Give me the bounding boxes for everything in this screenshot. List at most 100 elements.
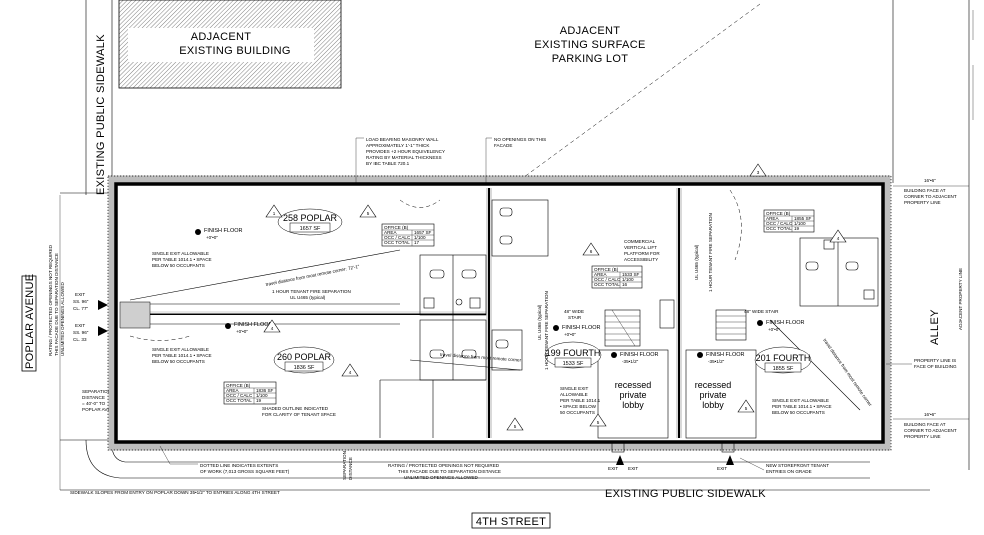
bottom-sidewalk-label: EXISTING PUBLIC SIDEWALK: [605, 488, 766, 500]
svg-text:BELOW 50 OCCUPANTS: BELOW 50 OCCUPANTS: [772, 410, 825, 415]
svg-text:1/100: 1/100: [256, 393, 268, 398]
occupancy-table-4: OFFICE (B) AREA 1855 SF OCC / CALC 1/100…: [763, 209, 815, 233]
svg-text:DISTANCE: DISTANCE: [82, 395, 105, 400]
svg-text:PROPERTY LINE IS: PROPERTY LINE IS: [914, 358, 956, 363]
svg-text:NEW STOREFRONT TENANT: NEW STOREFRONT TENANT: [766, 463, 829, 468]
svg-text:SINGLE EXIT ALLOWABLE: SINGLE EXIT ALLOWABLE: [152, 251, 209, 256]
svg-text:EXIT: EXIT: [608, 466, 618, 471]
svg-text:THIS FACADE DUE TO SEPARATION: THIS FACADE DUE TO SEPARATION DISTANCE: [54, 253, 59, 356]
svg-text:ENTRIES ON GRADE: ENTRIES ON GRADE: [766, 469, 812, 474]
svg-text:ALLOWABLE: ALLOWABLE: [560, 392, 588, 397]
svg-text:RATING / PROTECTED OPENINGS NO: RATING / PROTECTED OPENINGS NOT REQUIRED: [48, 244, 53, 356]
marker-6: 3: [749, 163, 767, 177]
svg-text:PER TABLE 1014.1: PER TABLE 1014.1: [560, 398, 601, 403]
building-face-top-note: BUILDING FACE AT CORNER TO ADJACENT PROP…: [893, 178, 969, 205]
svg-text:OFFICE (B): OFFICE (B): [226, 383, 251, 388]
svg-text:OFFICE (B): OFFICE (B): [594, 267, 619, 272]
svg-text:258 POPLAR: 258 POPLAR: [283, 213, 338, 223]
finish-floor-tag-6: FINISH FLOOR +0'•0": [553, 325, 601, 337]
stair-note-1: 48" WIDE STAIR: [564, 309, 584, 320]
svg-text:4: 4: [349, 370, 352, 375]
svg-text:+0'•0": +0'•0": [236, 329, 248, 334]
svg-text:1: 1: [273, 211, 276, 216]
svg-text:17: 17: [414, 240, 420, 245]
svg-text:LOAD BEARING MASONRY WALL: LOAD BEARING MASONRY WALL: [366, 137, 439, 142]
svg-text:UL U465 (typical): UL U465 (typical): [290, 295, 326, 300]
svg-text:CORNER TO ADJACENT: CORNER TO ADJACENT: [904, 194, 957, 199]
svg-text:OFFICE (B): OFFICE (B): [384, 225, 409, 230]
occupancy-table-1: OFFICE (B) AREA 1657 SF OCC / CALC 1/100…: [381, 223, 435, 247]
svg-text:NO OPENINGS ON THIS: NO OPENINGS ON THIS: [494, 137, 546, 142]
svg-text:50 OCCUPANTS: 50 OCCUPANTS: [560, 410, 595, 415]
svg-text:1657 SF: 1657 SF: [414, 230, 432, 235]
svg-text:1/100: 1/100: [794, 221, 806, 226]
room-tag-260-poplar: 260 POPLAR 1836 SF: [273, 346, 335, 374]
travel-distance-2: travel distance from most remote corner: [440, 352, 522, 363]
svg-text:19: 19: [794, 226, 800, 231]
svg-text:OCC / CALC: OCC / CALC: [384, 235, 411, 240]
svg-text:lobby: lobby: [622, 400, 644, 410]
adjacent-building-label-1: ADJACENT: [191, 31, 251, 43]
svg-text:OFFICE (B): OFFICE (B): [766, 211, 791, 216]
svg-text:260 POPLAR: 260 POPLAR: [277, 352, 332, 362]
svg-text:16'•6": 16'•6": [924, 178, 936, 183]
svg-text:1533 SF: 1533 SF: [563, 361, 584, 367]
svg-text:1657 SF: 1657 SF: [300, 226, 321, 232]
svg-text:FINISH FLOOR: FINISH FLOOR: [706, 352, 745, 358]
svg-text:SEPARATION: SEPARATION: [82, 389, 111, 394]
room-tag-201-fourth: 201 FOURTH 1855 SF: [754, 346, 812, 374]
finish-floor-tag-1: FINISH FLOOR +0'•0": [195, 228, 243, 240]
svg-text:SIDEWALK SLOPES FROM ENTRY ON: SIDEWALK SLOPES FROM ENTRY ON POPLAR DOW…: [70, 490, 280, 495]
alley-label: ALLEY: [929, 309, 941, 345]
travel-distance-3: travel distance from most remote corner: [822, 338, 873, 408]
finish-floor-tag-4: FINISH FLOOR -35•1/2": [697, 352, 745, 364]
occupancy-table-3: OFFICE (B) AREA 1533 SF OCC / CALC 1/100…: [591, 265, 643, 289]
svg-text:1/100: 1/100: [622, 277, 634, 282]
adjacent-property-line-label: ADJACENT PROPERTY LINE: [958, 268, 963, 330]
svg-text:private: private: [619, 390, 646, 400]
svg-text:recessed: recessed: [695, 380, 732, 390]
svg-text:OCC TOTAL: OCC TOTAL: [766, 226, 792, 231]
svg-text:+0'•0": +0'•0": [768, 327, 780, 332]
property-line-face-note: PROPERTY LINE IS FACE OF BUILDING: [886, 358, 957, 369]
svg-text:THIS FACADE DUE TO SEPARATION: THIS FACADE DUE TO SEPARATION DISTANCE: [398, 469, 501, 474]
tenant-separation-vertical-1: 1 HOUR TENANT FIRE SEPARATION: [544, 291, 549, 370]
svg-text:FINISH FLOOR: FINISH FLOOR: [620, 352, 659, 358]
svg-text:48" WIDE: 48" WIDE: [564, 309, 584, 314]
travel-distance-1: travel distance from most remote corner:…: [265, 264, 360, 287]
svg-text:FINISH FLOOR: FINISH FLOOR: [234, 322, 273, 328]
svg-text:SS. 96": SS. 96": [73, 330, 89, 335]
new-storefront-note: NEW STOREFRONT TENANT ENTRIES ON GRADE: [739, 457, 829, 474]
svg-text:UNLIMITED OPENINGS ALLOWED: UNLIMITED OPENINGS ALLOWED: [404, 475, 478, 480]
parking-lot-label-1: ADJACENT: [560, 25, 620, 37]
tenant-separation-vertical-2: 1 HOUR TENANT FIRE SEPARATION: [708, 213, 713, 292]
svg-text:EXIT: EXIT: [75, 323, 85, 328]
svg-text:5: 5: [367, 211, 370, 216]
marker-5: 6: [582, 242, 600, 256]
svg-text:1 HOUR TENANT FIRE SEPARATION: 1 HOUR TENANT FIRE SEPARATION: [272, 289, 351, 294]
svg-text:PROVIDES +2 HOUR EQUIVELENCY: PROVIDES +2 HOUR EQUIVELENCY: [366, 149, 445, 154]
svg-text:EXIT: EXIT: [717, 466, 727, 471]
marker-2: 5: [359, 204, 377, 218]
svg-text:ACCESSIBILITY: ACCESSIBILITY: [624, 257, 658, 262]
svg-text:5: 5: [597, 420, 600, 425]
svg-text:1836 SF: 1836 SF: [256, 388, 274, 393]
no-openings-note: NO OPENINGS ON THIS FACADE: [485, 137, 546, 184]
tenant-separation-vertical-1b: UL U465 (typical): [537, 304, 542, 340]
svg-text:STAIR: STAIR: [568, 315, 582, 320]
separation-bottom-note: SEPARATION DISTANCE: [342, 451, 353, 480]
stair-block-1: [604, 309, 641, 347]
svg-text:PER TABLE 1014.1 • SPACE: PER TABLE 1014.1 • SPACE: [772, 404, 832, 409]
svg-text:SINGLE EXIT ALLOWABLE: SINGLE EXIT ALLOWABLE: [152, 347, 209, 352]
svg-text:16'•6": 16'•6": [924, 412, 936, 417]
svg-text:5: 5: [745, 406, 748, 411]
svg-text:FINISH FLOOR: FINISH FLOOR: [204, 228, 243, 234]
svg-text:DOTTED LINE INDICATES EXTENTS: DOTTED LINE INDICATES EXTENTS: [200, 463, 278, 468]
marker-9: 5: [589, 413, 607, 427]
svg-text:201 FOURTH: 201 FOURTH: [756, 353, 811, 363]
svg-text:VERTICAL LIFT: VERTICAL LIFT: [624, 245, 657, 250]
fourth-street-label: 4TH STREET: [476, 516, 546, 528]
svg-text:EXIT: EXIT: [628, 466, 638, 471]
recessed-lobby-2: recessed private lobby: [695, 380, 732, 410]
svg-text:SEPARATION: SEPARATION: [342, 451, 347, 480]
